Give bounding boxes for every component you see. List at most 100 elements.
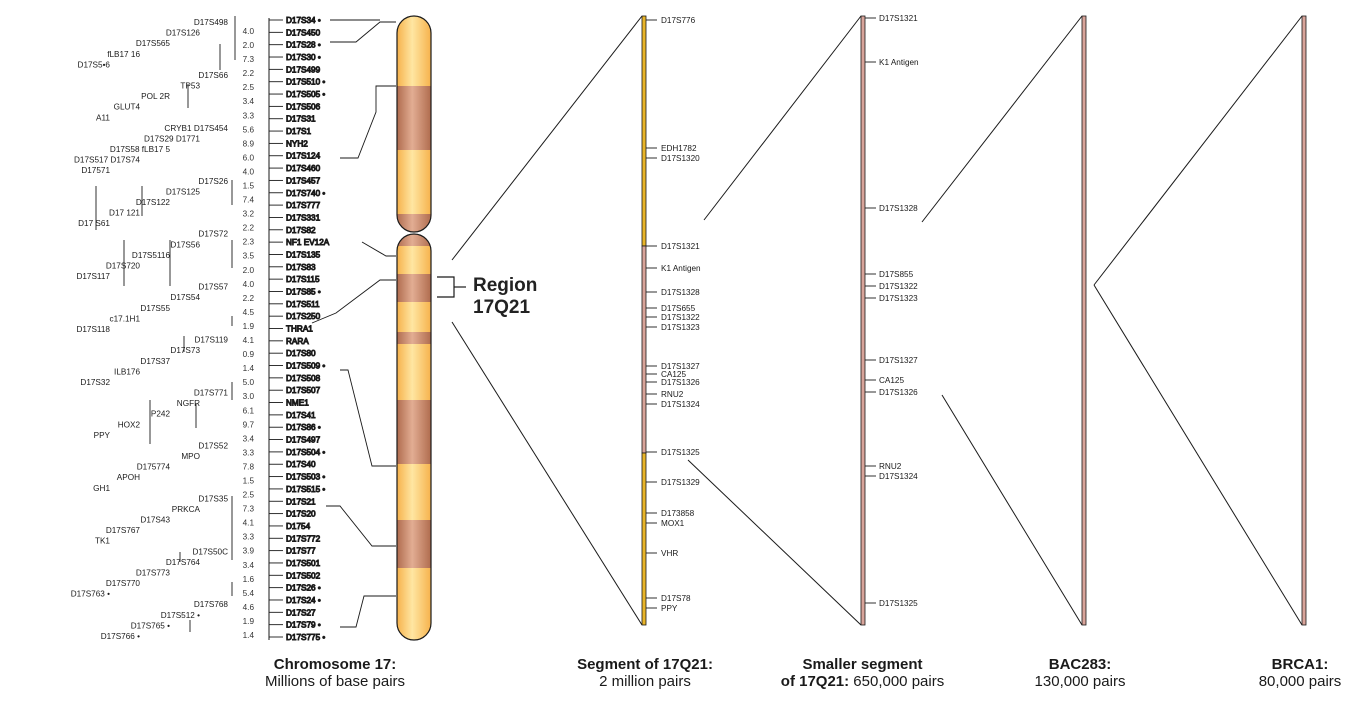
marker-label: D17S31 — [286, 115, 316, 124]
brca1-bar — [1302, 16, 1306, 625]
smaller-segment-label: D17S1327 — [879, 356, 918, 365]
segment-label: EDH1782 — [661, 144, 697, 153]
group-label: D17S118 — [76, 325, 110, 334]
distance-value: 4.0 — [243, 27, 255, 36]
segment-label: MOX1 — [661, 519, 685, 528]
marker-label: D17S497 — [286, 436, 321, 445]
region-label: Region 17Q21 — [473, 275, 537, 319]
distance-value: 2.2 — [243, 294, 255, 303]
marker-label: D17S86 • — [286, 423, 321, 432]
marker-label: D17S501 — [286, 559, 321, 568]
group-label: D17S55 — [140, 304, 170, 313]
caption-smaller-sub: 650,000 pairs — [849, 673, 944, 690]
group-label: D17571 — [81, 166, 110, 175]
caption-bac-sub: 130,000 pairs — [1035, 673, 1126, 690]
segment-label: D17S1323 — [661, 323, 700, 332]
marker-label: D17S502 — [286, 571, 321, 580]
marker-label: D17S77 — [286, 547, 316, 556]
segment-label: D17S1322 — [661, 313, 700, 322]
smaller-segment-label: RNU2 — [879, 462, 902, 471]
region-label-line1: Region — [473, 275, 537, 297]
group-label: D17S764 — [166, 558, 201, 567]
distance-value: 1.9 — [243, 617, 255, 626]
distance-value: 2.5 — [243, 491, 255, 500]
group-label: APOH — [117, 473, 140, 482]
smaller-segment-label: D17S1323 — [879, 294, 918, 303]
group-label: D17S565 — [136, 39, 171, 48]
distance-value: 3.5 — [243, 252, 255, 261]
distance-value: 5.6 — [243, 125, 255, 134]
smaller-segment-label: D17S1326 — [879, 388, 918, 397]
distance-value: 1.4 — [243, 631, 255, 640]
group-label: D17S763 • — [71, 590, 110, 599]
distance-value: 3.0 — [243, 392, 255, 401]
group-label: D17 S61 — [78, 219, 110, 228]
distance-value: 8.9 — [243, 139, 255, 148]
marker-label: D17S21 — [286, 497, 316, 506]
marker-label: D17S740 • — [286, 189, 325, 198]
marker-label: D17S24 • — [286, 596, 321, 605]
segment-label: D17S1320 — [661, 154, 700, 163]
caption-smaller-title2: of 17Q21: — [781, 673, 849, 690]
group-label: MPO — [181, 452, 200, 461]
distance-value: 0.9 — [243, 350, 255, 359]
marker-label: D17S27 — [286, 608, 316, 617]
distance-value: 1.5 — [243, 182, 255, 191]
segment-label: D17S1325 — [661, 448, 700, 457]
marker-label: D17S80 — [286, 349, 316, 358]
marker-label: D17S26 • — [286, 584, 321, 593]
group-label: D17S72 — [198, 230, 228, 239]
caption-brca-sub: 80,000 pairs — [1259, 673, 1342, 690]
group-label: D17S767 — [106, 526, 141, 535]
marker-label: D17S30 • — [286, 53, 321, 62]
caption-bac-title: BAC283: — [1049, 656, 1112, 673]
segment-label: PPY — [661, 604, 678, 613]
marker-label: D17S85 • — [286, 287, 321, 296]
caption-smaller-segment: Smaller segment of 17Q21: 650,000 pairs — [755, 656, 970, 690]
marker-label: RARA — [286, 337, 309, 346]
group-label: NGFR — [177, 399, 200, 408]
distance-value: 7.3 — [243, 505, 255, 514]
caption-segment: Segment of 17Q21: 2 million pairs — [560, 656, 730, 690]
group-label: D17S56 — [170, 240, 200, 249]
group-label: TP53 — [180, 82, 200, 91]
marker-label: THRA1 — [286, 325, 313, 334]
marker-label: D17S28 • — [286, 41, 321, 50]
group-label: D17S32 — [80, 378, 110, 387]
marker-label: D17S40 — [286, 460, 316, 469]
group-label: D17S26 — [198, 177, 228, 186]
marker-label: D17S775 • — [286, 633, 325, 642]
marker-label: D17S250 — [286, 312, 321, 321]
caption-bac283: BAC283: 130,000 pairs — [1010, 656, 1150, 690]
segment-label: D17S1321 — [661, 242, 700, 251]
segment-label: D17S655 — [661, 304, 696, 313]
group-label: D17S773 — [136, 568, 171, 577]
group-label: D17S517 D17S74 — [74, 156, 140, 165]
group-label: POL 2R — [141, 92, 170, 101]
distance-value: 1.4 — [243, 364, 255, 373]
marker-label: D17S457 — [286, 176, 321, 185]
distance-value: 7.3 — [243, 55, 255, 64]
segment-label: VHR — [661, 549, 678, 558]
distance-value: 9.7 — [243, 420, 255, 429]
smaller-segment-label: D17S1321 — [879, 14, 918, 23]
group-label: D17S5•6 — [78, 60, 111, 69]
marker-label: D17S507 — [286, 386, 321, 395]
segment-label: D17S78 — [661, 594, 691, 603]
zoom-lines — [452, 16, 1302, 625]
marker-label: D17S79 • — [286, 621, 321, 630]
distance-value: 4.5 — [243, 308, 255, 317]
marker-label: D17S503 • — [286, 473, 325, 482]
segment-label: RNU2 — [661, 390, 684, 399]
marker-label: D17S124 — [286, 152, 321, 161]
marker-label: D17S135 — [286, 250, 321, 259]
group-label: D17S35 — [198, 494, 228, 503]
marker-label: D17S41 — [286, 411, 316, 420]
group-label: D17S5116 — [132, 251, 171, 260]
distance-value: 2.0 — [243, 41, 255, 50]
group-label: c17.1H1 — [110, 314, 141, 323]
marker-label: NYH2 — [286, 139, 308, 148]
